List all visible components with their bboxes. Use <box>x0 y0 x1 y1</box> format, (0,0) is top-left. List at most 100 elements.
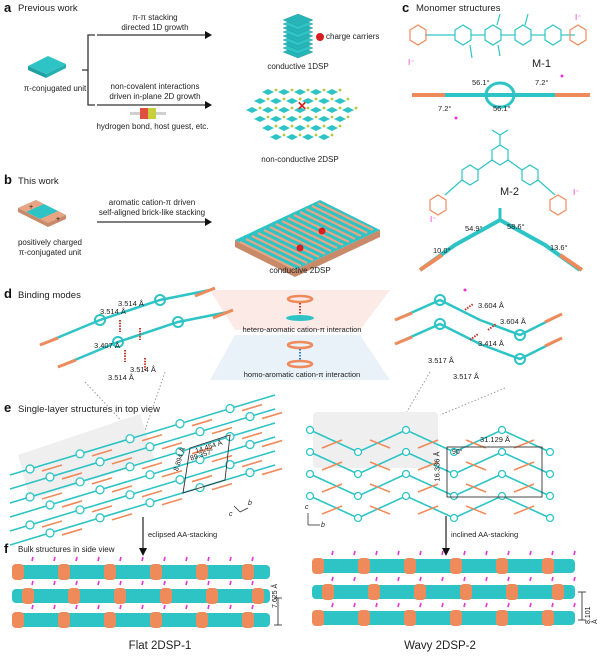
dist-left-4: 3.514 Å <box>130 365 156 374</box>
network-link <box>322 124 326 128</box>
pyridinium <box>91 449 113 457</box>
node <box>449 447 459 457</box>
cation-block <box>368 584 380 600</box>
molecule-chain <box>394 298 561 337</box>
iodide <box>375 550 378 556</box>
dist-right-5: 3.517 Å <box>453 372 479 381</box>
flat-2dsp-bulk-icon <box>12 556 270 628</box>
pyridinium <box>241 403 263 412</box>
pyridinium <box>111 457 133 465</box>
pyridinium <box>261 467 283 476</box>
hetero-label: hetero-aromatic cation-π interaction <box>242 325 362 334</box>
stack-row <box>312 585 575 599</box>
iodide <box>141 604 144 610</box>
node <box>75 449 85 459</box>
cation-block <box>496 558 508 574</box>
iodide <box>463 602 466 608</box>
stack-layer <box>282 13 314 27</box>
network-link <box>346 115 350 119</box>
iodide <box>97 556 100 562</box>
network-link <box>298 97 302 101</box>
cation-block <box>150 564 162 580</box>
node <box>497 447 507 457</box>
node <box>195 454 205 465</box>
pyridinium <box>41 492 63 500</box>
pyridinium <box>369 439 391 449</box>
cation-block <box>206 588 218 604</box>
node <box>545 513 555 523</box>
brick-side <box>235 240 295 277</box>
iodide <box>53 556 56 562</box>
iodide <box>573 602 576 608</box>
panel-e-label: e <box>4 400 12 415</box>
ring <box>514 353 526 365</box>
molecule-chain <box>194 286 216 298</box>
m1-name: M-1 <box>532 58 551 70</box>
node <box>353 491 363 501</box>
network-node <box>310 125 322 131</box>
left-spacing-value: 7.625 Å <box>272 583 279 608</box>
right-binding-model-icon <box>394 294 563 365</box>
panel-f-title: Bulk structures in side view <box>18 545 115 554</box>
ring <box>434 318 446 330</box>
iodide <box>31 580 34 586</box>
network-node <box>278 125 290 131</box>
iodide <box>163 556 166 562</box>
network-link <box>314 115 318 119</box>
panel-e-graphics <box>9 371 555 556</box>
arrow-2d-text: non-covalent interactions driven in-plan… <box>95 82 215 102</box>
network-node <box>278 107 290 113</box>
node <box>45 528 55 538</box>
node <box>545 447 555 457</box>
molecule-chain <box>544 336 563 348</box>
network-link <box>290 88 294 92</box>
svg-text:+: + <box>56 216 60 223</box>
left-axes-icon <box>233 505 249 513</box>
dist-left-3: 3.407 Å <box>94 341 120 350</box>
network-node <box>286 116 298 122</box>
pyridinium <box>211 454 233 463</box>
ring <box>154 294 166 306</box>
network-node <box>246 107 258 113</box>
cation-block <box>450 558 462 574</box>
iodide <box>441 576 444 582</box>
panel-b-title: This work <box>18 176 59 187</box>
network-node <box>318 116 330 122</box>
pi-unit-tile-icon <box>28 56 66 78</box>
iodide <box>463 576 466 582</box>
network-link <box>306 124 310 128</box>
inclined-stacking-label: inclined AA-stacking <box>451 530 519 539</box>
iodide <box>141 556 144 562</box>
iodide <box>419 576 422 582</box>
iodide <box>573 576 576 582</box>
brick-2dsp-icon <box>235 200 380 277</box>
node <box>75 477 85 487</box>
iodide <box>207 556 210 562</box>
pyridinium <box>417 483 439 493</box>
iodide <box>207 604 210 610</box>
interaction-examples: hydrogen bond, host guest, etc. <box>96 122 209 131</box>
stack-row <box>312 559 575 573</box>
network-link <box>322 88 326 92</box>
cation-block <box>242 612 254 628</box>
node <box>175 447 185 457</box>
iodide <box>419 602 422 608</box>
cation-block <box>404 610 416 626</box>
iodide <box>397 550 400 556</box>
node <box>225 459 235 470</box>
brick-row <box>239 241 296 270</box>
left-spacing-bracket <box>274 597 282 626</box>
right-spacing-bracket <box>578 591 586 621</box>
brick-row <box>311 205 368 234</box>
cation-pi-contact <box>487 323 497 331</box>
panel-c-label: c <box>402 0 410 15</box>
pyridinium <box>465 505 487 515</box>
pyridinium <box>191 446 213 455</box>
pyridinium <box>191 418 213 427</box>
cation-block <box>68 588 80 604</box>
pyridinium <box>191 474 213 483</box>
left-unit-cell <box>182 434 231 494</box>
node <box>45 500 55 510</box>
node <box>449 491 459 501</box>
m1-angle-3: 7.2° <box>535 78 549 87</box>
